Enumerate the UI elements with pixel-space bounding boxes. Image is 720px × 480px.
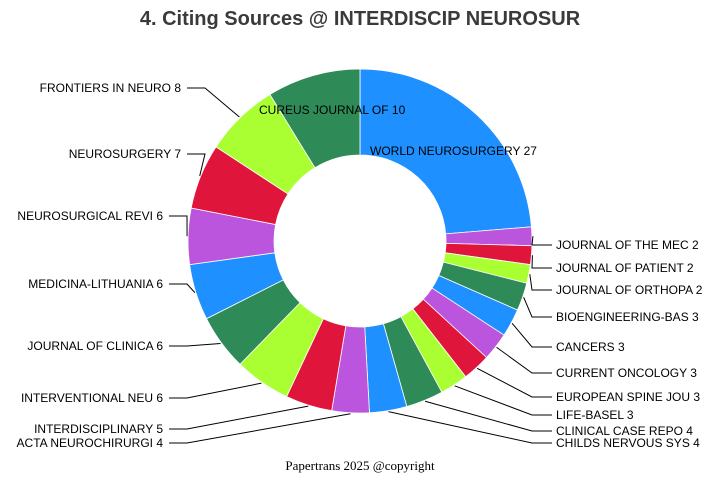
leader-line-childs-nervous-sys-4 (388, 411, 552, 444)
leader-lines-group (169, 87, 552, 444)
label-journal-of-the-mec-2: JOURNAL OF THE MEC 2 (556, 238, 699, 252)
slice-world-neurosurgery-27 (359, 68, 532, 235)
label-life-basel-3: LIFE-BASEL 3 (556, 408, 634, 422)
leader-line-journal-of-orthopa-2 (529, 274, 552, 291)
label-world-neurosurgery-27: WORLD NEUROSURGERY 27 (370, 144, 537, 158)
slice-cureus-journal-of-10 (269, 68, 361, 169)
label-medicina-lithuania-6: MEDICINA-LITHUANIA 6 (28, 277, 163, 291)
leader-line-acta-neurochirurgi-4 (169, 413, 351, 444)
leader-line-frontiers-in-neuro-8 (187, 87, 240, 118)
leader-line-interventional-neu-6 (169, 382, 262, 399)
leader-line-neurosurgical-revi-6 (169, 215, 188, 237)
label-current-oncology-3: CURRENT ONCOLOGY 3 (556, 366, 697, 380)
leader-line-current-oncology-3 (496, 346, 552, 374)
leader-line-bioengineering-bas-3 (523, 296, 552, 318)
label-interdisciplinary-5: INTERDISCIPLINARY 5 (34, 422, 163, 436)
label-cureus-journal-of-10: CUREUS JOURNAL OF 10 (259, 103, 406, 117)
leader-line-european-spine-jou-3 (476, 367, 552, 398)
label-journal-of-patient-2: JOURNAL OF PATIENT 2 (556, 261, 694, 275)
label-neurosurgery-7: NEUROSURGERY 7 (69, 147, 182, 161)
slices-group (187, 68, 533, 414)
leader-line-cancers-3 (511, 323, 552, 348)
label-bioengineering-bas-3: BIOENGINEERING-BAS 3 (556, 310, 699, 324)
chart-footer: Papertrans 2025 @copyright (285, 458, 435, 473)
label-european-spine-jou-3: EUROPEAN SPINE JOU 3 (556, 390, 700, 404)
leader-line-interdisciplinary-5 (169, 405, 309, 430)
chart-title: 4. Citing Sources @ INTERDISCIP NEUROSUR (140, 8, 581, 30)
leader-line-neurosurgery-7 (187, 153, 206, 177)
label-interventional-neu-6: INTERVENTIONAL NEU 6 (21, 391, 163, 405)
label-clinical-case-repo-4: CLINICAL CASE REPO 4 (556, 424, 693, 438)
leader-line-journal-of-clinica-6 (169, 342, 221, 347)
slice-labels-group: WORLD NEUROSURGERY 27 JOURNAL OF THE MEC … (17, 81, 703, 450)
leader-line-journal-of-the-mec-2 (531, 236, 552, 246)
leader-line-life-basel-3 (454, 385, 552, 416)
label-acta-neurochirurgi-4: ACTA NEUROCHIRURGI 4 (17, 436, 164, 450)
label-journal-of-orthopa-2: JOURNAL OF ORTHOPA 2 (556, 283, 703, 297)
leader-line-journal-of-patient-2 (531, 255, 552, 269)
label-journal-of-clinica-6: JOURNAL OF CLINICA 6 (27, 339, 163, 353)
label-frontiers-in-neuro-8: FRONTIERS IN NEURO 8 (40, 81, 182, 95)
leader-line-clinical-case-repo-4 (424, 400, 552, 432)
label-childs-nervous-sys-4: CHILDS NERVOUS SYS 4 (556, 436, 700, 450)
leader-line-medicina-lithuania-6 (169, 283, 196, 293)
label-neurosurgical-revi-6: NEUROSURGICAL REVI 6 (17, 209, 163, 223)
label-cancers-3: CANCERS 3 (556, 340, 625, 354)
